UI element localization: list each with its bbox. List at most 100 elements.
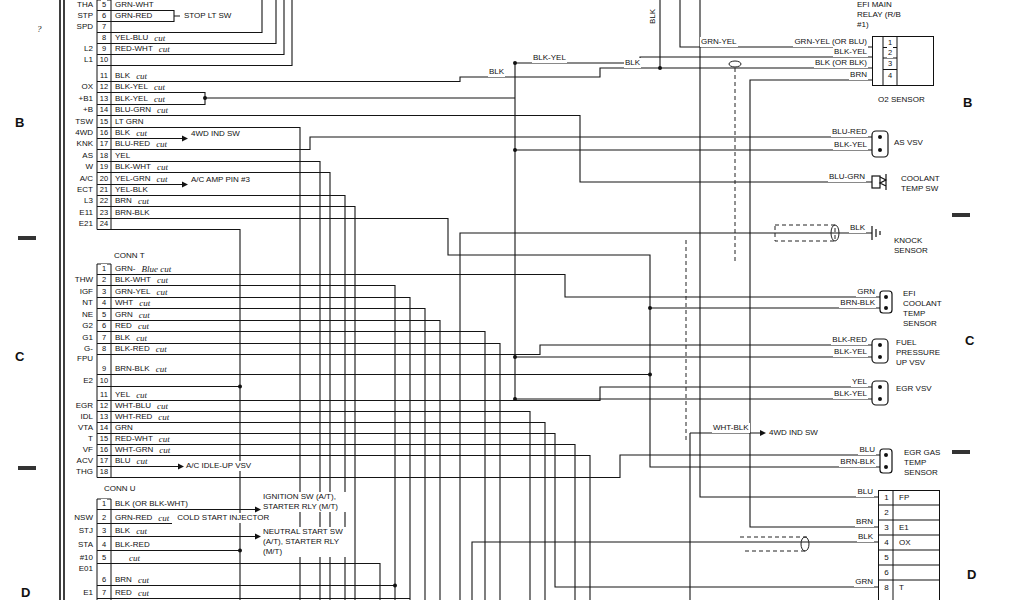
wire-label: EFI COOLANT TEMP SENSOR xyxy=(902,289,946,329)
handwritten-note: cut xyxy=(137,321,150,331)
pin-number: 20 xyxy=(99,174,109,184)
wire-label: AS VSV xyxy=(893,138,924,148)
zone-tick xyxy=(18,236,36,240)
wire-label: BRN-BLK xyxy=(114,208,151,218)
handwritten-note: cut xyxy=(153,33,166,43)
wire-label: BLK-YEL xyxy=(833,347,868,357)
wire-label: T xyxy=(87,434,94,444)
wire-label: SPD xyxy=(76,22,94,32)
handwritten-note: cut xyxy=(157,412,170,422)
pin-number: 5 xyxy=(101,0,107,10)
handwritten-note: cut xyxy=(137,575,150,585)
wire-label: BLU-GRN xyxy=(114,105,152,115)
wire-label: BLU xyxy=(856,487,874,497)
wire-label: THG xyxy=(75,467,94,477)
shield-end xyxy=(801,537,809,551)
handwritten-note: cut xyxy=(156,287,169,297)
wire-label: NEUTRAL START SW (A/T), STARTER RLY (M/T… xyxy=(262,527,346,557)
wire-label: L1 xyxy=(83,55,94,65)
pin-number: 16 xyxy=(99,128,109,138)
connector-frame xyxy=(60,0,64,600)
wire-label: G1 xyxy=(81,333,94,343)
wire-label: BLK-YEL xyxy=(833,140,868,150)
wire-label: YEL xyxy=(114,390,131,400)
sensor-symbol xyxy=(880,449,892,473)
shield-end xyxy=(831,225,839,241)
wire-label: THW xyxy=(74,275,94,285)
wire-label: WHT-BLK xyxy=(712,423,750,433)
handwritten-note: cut xyxy=(128,553,141,563)
zone-letter: B xyxy=(962,96,973,110)
pin-number: 3 xyxy=(887,59,893,69)
pin-number: 15 xyxy=(99,434,109,444)
pin-number: 2 xyxy=(887,48,893,58)
wire-label: GRN xyxy=(114,310,134,320)
splice-dots xyxy=(203,61,662,588)
wire-label: WHT xyxy=(114,298,134,308)
pin-number: 10 xyxy=(99,376,109,386)
node-text: 6 xyxy=(883,568,889,578)
wire-label: BRN-BLK xyxy=(839,298,876,308)
wire-label: GRN-YEL (OR BLU) xyxy=(793,37,868,47)
pin-dots xyxy=(878,135,888,469)
wire-label: BLK xyxy=(488,67,505,77)
wire-label: L2 xyxy=(83,44,94,54)
wire-label: A/C AMP PIN #3 xyxy=(190,175,251,185)
wire-label: OX xyxy=(80,82,94,92)
pin-number: 4 xyxy=(101,298,107,308)
pin-number: 8 xyxy=(101,33,107,43)
wire-label: BLK xyxy=(114,333,131,343)
pin-number: 10 xyxy=(99,55,109,65)
node-text: 8 xyxy=(883,583,889,593)
pin-number: 15 xyxy=(99,117,109,127)
wires xyxy=(97,0,880,600)
pin-number: 5 xyxy=(101,310,107,320)
wire-label: BRN xyxy=(114,196,133,206)
knock-sensor-symbol xyxy=(872,226,880,240)
wire-label: ACV xyxy=(76,456,94,466)
pin-number: 1 xyxy=(101,499,107,509)
node-text: E1 xyxy=(898,523,910,533)
node-text: 1 xyxy=(883,493,889,503)
handwritten-note: cut xyxy=(156,162,169,172)
pin-number: 7 xyxy=(101,588,107,598)
wire-label: VTA xyxy=(77,423,94,433)
pin-number: 12 xyxy=(99,401,109,411)
wire-label: A/C IDLE-UP VSV xyxy=(185,461,252,471)
handwritten-note: cut xyxy=(137,196,150,206)
wire-label: GRN xyxy=(856,287,876,297)
wire-label: BLK-YEL xyxy=(532,53,567,63)
wire-label: BLK-WHT xyxy=(114,162,152,172)
wire-label: TSW xyxy=(74,117,94,127)
pin-number: 9 xyxy=(101,44,107,54)
wire-label: YEL xyxy=(114,151,131,161)
zone-letter: C xyxy=(964,334,975,348)
check-connector: 1FP23E14OX568T xyxy=(878,490,940,600)
wire-label: BLK-WHT xyxy=(114,275,152,285)
node-text: O2 SENSOR xyxy=(877,95,926,105)
wire-label: BLU xyxy=(114,456,132,466)
pin-number: 6 xyxy=(101,11,107,21)
wire-label: BRN xyxy=(855,517,874,527)
pin-number: 7 xyxy=(101,333,107,343)
wire-label: G- xyxy=(83,344,94,354)
pin-number: 21 xyxy=(99,185,109,195)
handwritten-note: cut xyxy=(155,139,168,149)
node-text: 2 xyxy=(883,508,889,518)
wire-label: GRN- xyxy=(114,264,136,274)
pin-number: 11 xyxy=(99,390,109,400)
wire-label: YEL xyxy=(851,377,868,387)
wire-label: FPU xyxy=(76,354,94,364)
wire-label: GRN xyxy=(854,577,874,587)
arrow-heads xyxy=(178,136,766,540)
pin-number: 1 xyxy=(887,38,893,48)
wire-label: G2 xyxy=(81,321,94,331)
wire-label: EGR VSV xyxy=(895,384,933,394)
wire-label: STP xyxy=(76,11,94,21)
pin-number: 2 xyxy=(101,513,107,523)
wire-label: E2 xyxy=(82,376,94,386)
pin-number: 22 xyxy=(99,196,109,206)
zone-letter: B xyxy=(14,116,25,130)
vsv-symbol xyxy=(872,339,888,363)
